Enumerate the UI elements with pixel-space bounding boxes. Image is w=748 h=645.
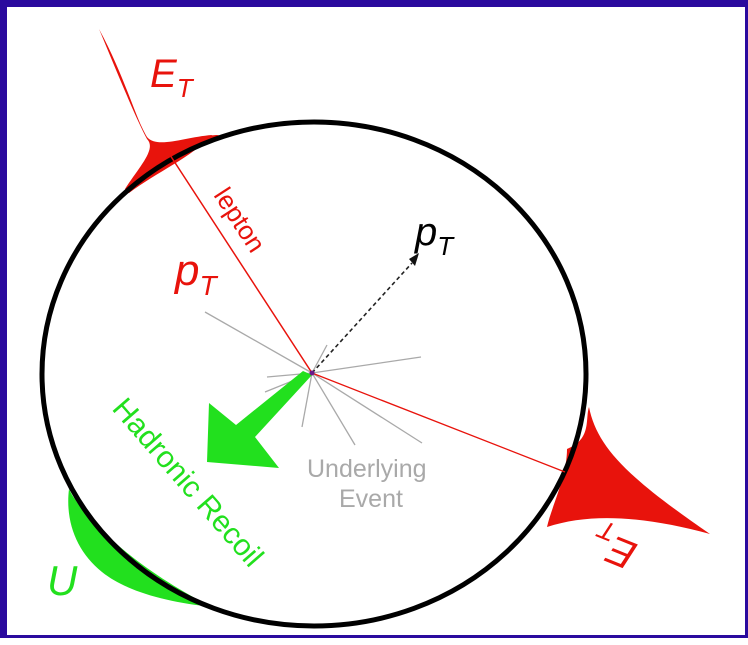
lepton-pt-label: pT	[173, 246, 218, 301]
event-diagram: ET lepton pT pT ET Hadronic Recoil Under…	[7, 7, 748, 645]
underlying-event-label-line1: Underlying	[307, 455, 427, 483]
ue-track	[312, 373, 355, 445]
underlying-event-label-line2: Event	[339, 485, 403, 513]
neutrino-arrowhead	[409, 253, 419, 266]
et-right-label: ET	[584, 513, 645, 577]
lepton-label: lepton	[208, 182, 272, 258]
ue-track	[205, 312, 312, 373]
ue-track	[312, 357, 421, 373]
ue-track	[312, 345, 327, 373]
et-deposit-right	[547, 407, 710, 534]
et-top-label: ET	[150, 52, 195, 103]
neutrino-pt-arrow	[312, 263, 412, 373]
hadronic-recoil-arrow	[207, 371, 312, 468]
vertex	[310, 371, 315, 376]
neutrino-pt-label: pT	[414, 210, 455, 261]
u-label: U	[47, 557, 78, 604]
ue-track	[312, 373, 422, 443]
